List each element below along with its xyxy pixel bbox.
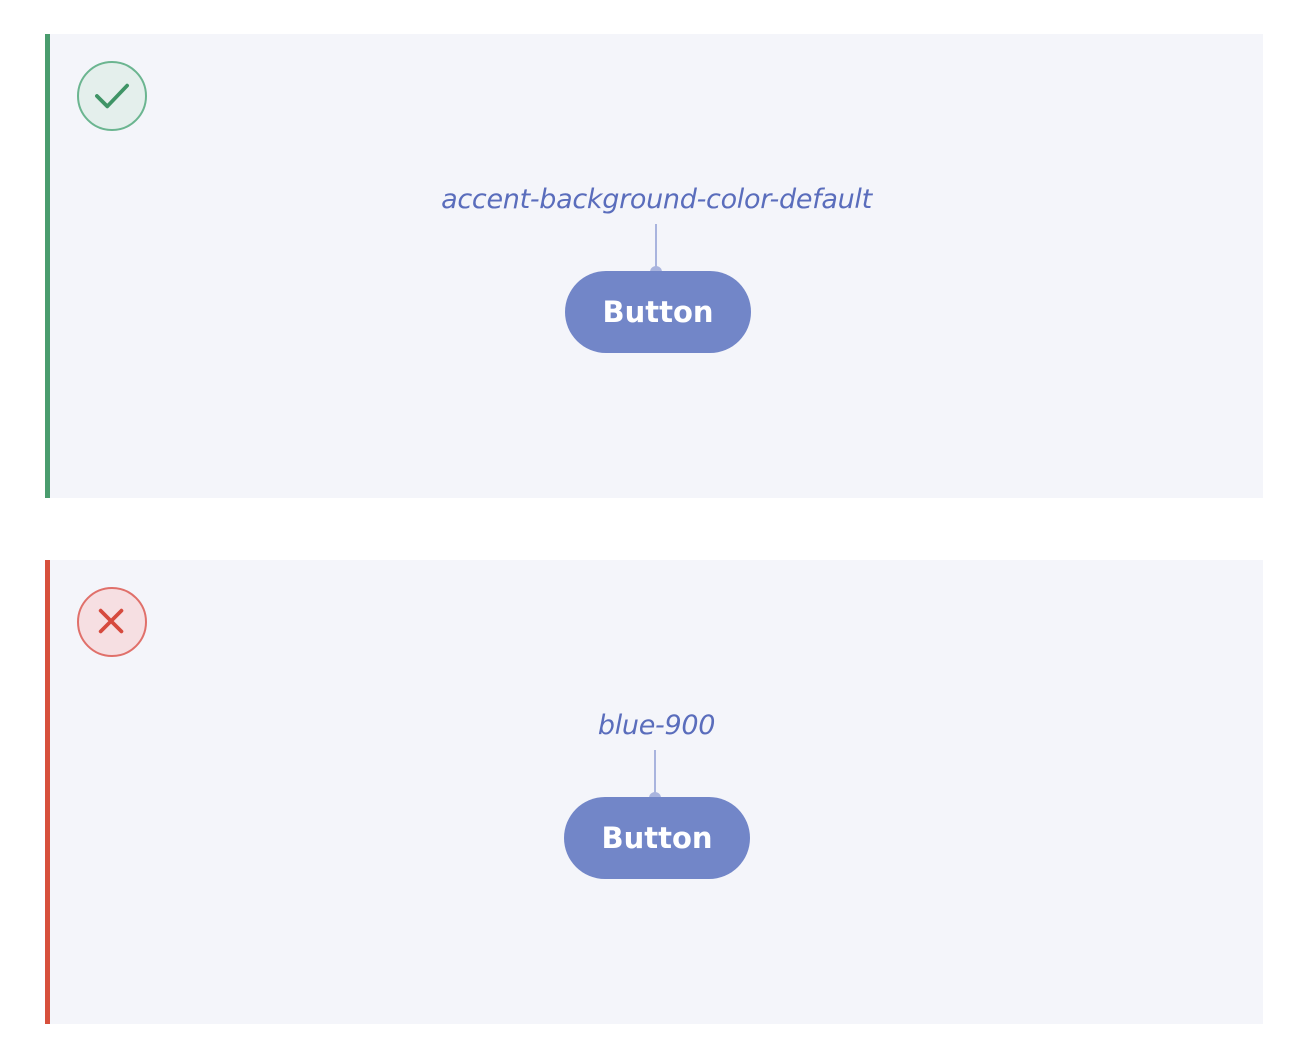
token-label: blue-900 — [597, 710, 716, 741]
dont-example-panel: blue-900 Button — [45, 560, 1263, 1024]
leader-line — [654, 750, 656, 796]
leader-line — [655, 224, 657, 270]
close-icon — [77, 587, 147, 657]
do-example-panel: accent-background-color-default Button — [45, 34, 1263, 498]
example-button[interactable]: Button — [565, 271, 751, 353]
checkmark-icon — [77, 61, 147, 131]
token-label: accent-background-color-default — [441, 184, 872, 215]
example-button[interactable]: Button — [564, 797, 750, 879]
